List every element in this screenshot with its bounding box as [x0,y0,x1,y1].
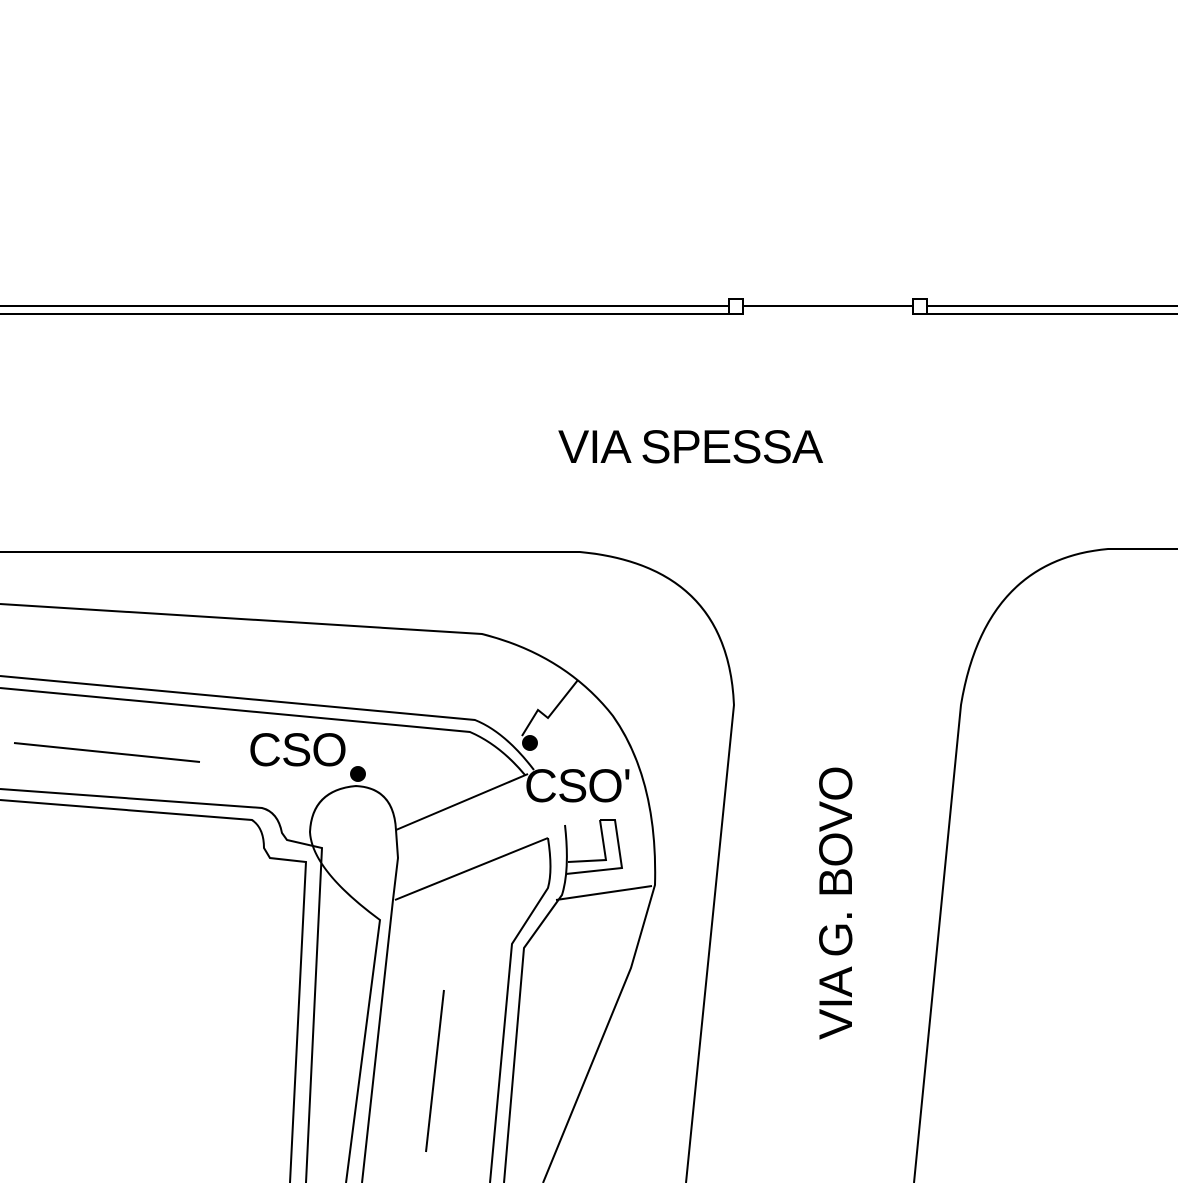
street-label-via-spessa: VIA SPESSA [558,420,824,473]
diagonal-lower [394,837,549,901]
fence-post-right [912,298,928,315]
street-label-via-g-bovo: VIA G. BOVO [809,766,862,1040]
bracket-cso-prime [565,819,624,875]
point-label-cso: CSO [248,723,347,776]
sidewalk-notch [521,679,579,737]
diagonal-upper [395,773,529,831]
interior-line [13,742,201,763]
right-channel-outer [489,837,552,1183]
top-boundary-fence [0,298,1178,315]
right-channel-inner [503,824,568,1183]
cso-point-marker [350,766,366,782]
building-wall-inner [0,687,526,776]
rounded-channel [308,784,400,1183]
interior-vertical-line [425,989,445,1153]
bracket-connector [555,885,653,901]
fence-post-left [728,298,744,315]
sidewalk-outer-line [0,603,657,1183]
curb-left-block [0,551,736,1183]
cso-prime-point-marker [522,735,538,751]
lower-wall-inner [0,799,308,1183]
point-label-cso-prime: CSO' [524,759,631,812]
lower-wall-outer [0,788,324,1183]
building-wall-outer [0,675,535,771]
curb-right-block [913,548,1178,1183]
